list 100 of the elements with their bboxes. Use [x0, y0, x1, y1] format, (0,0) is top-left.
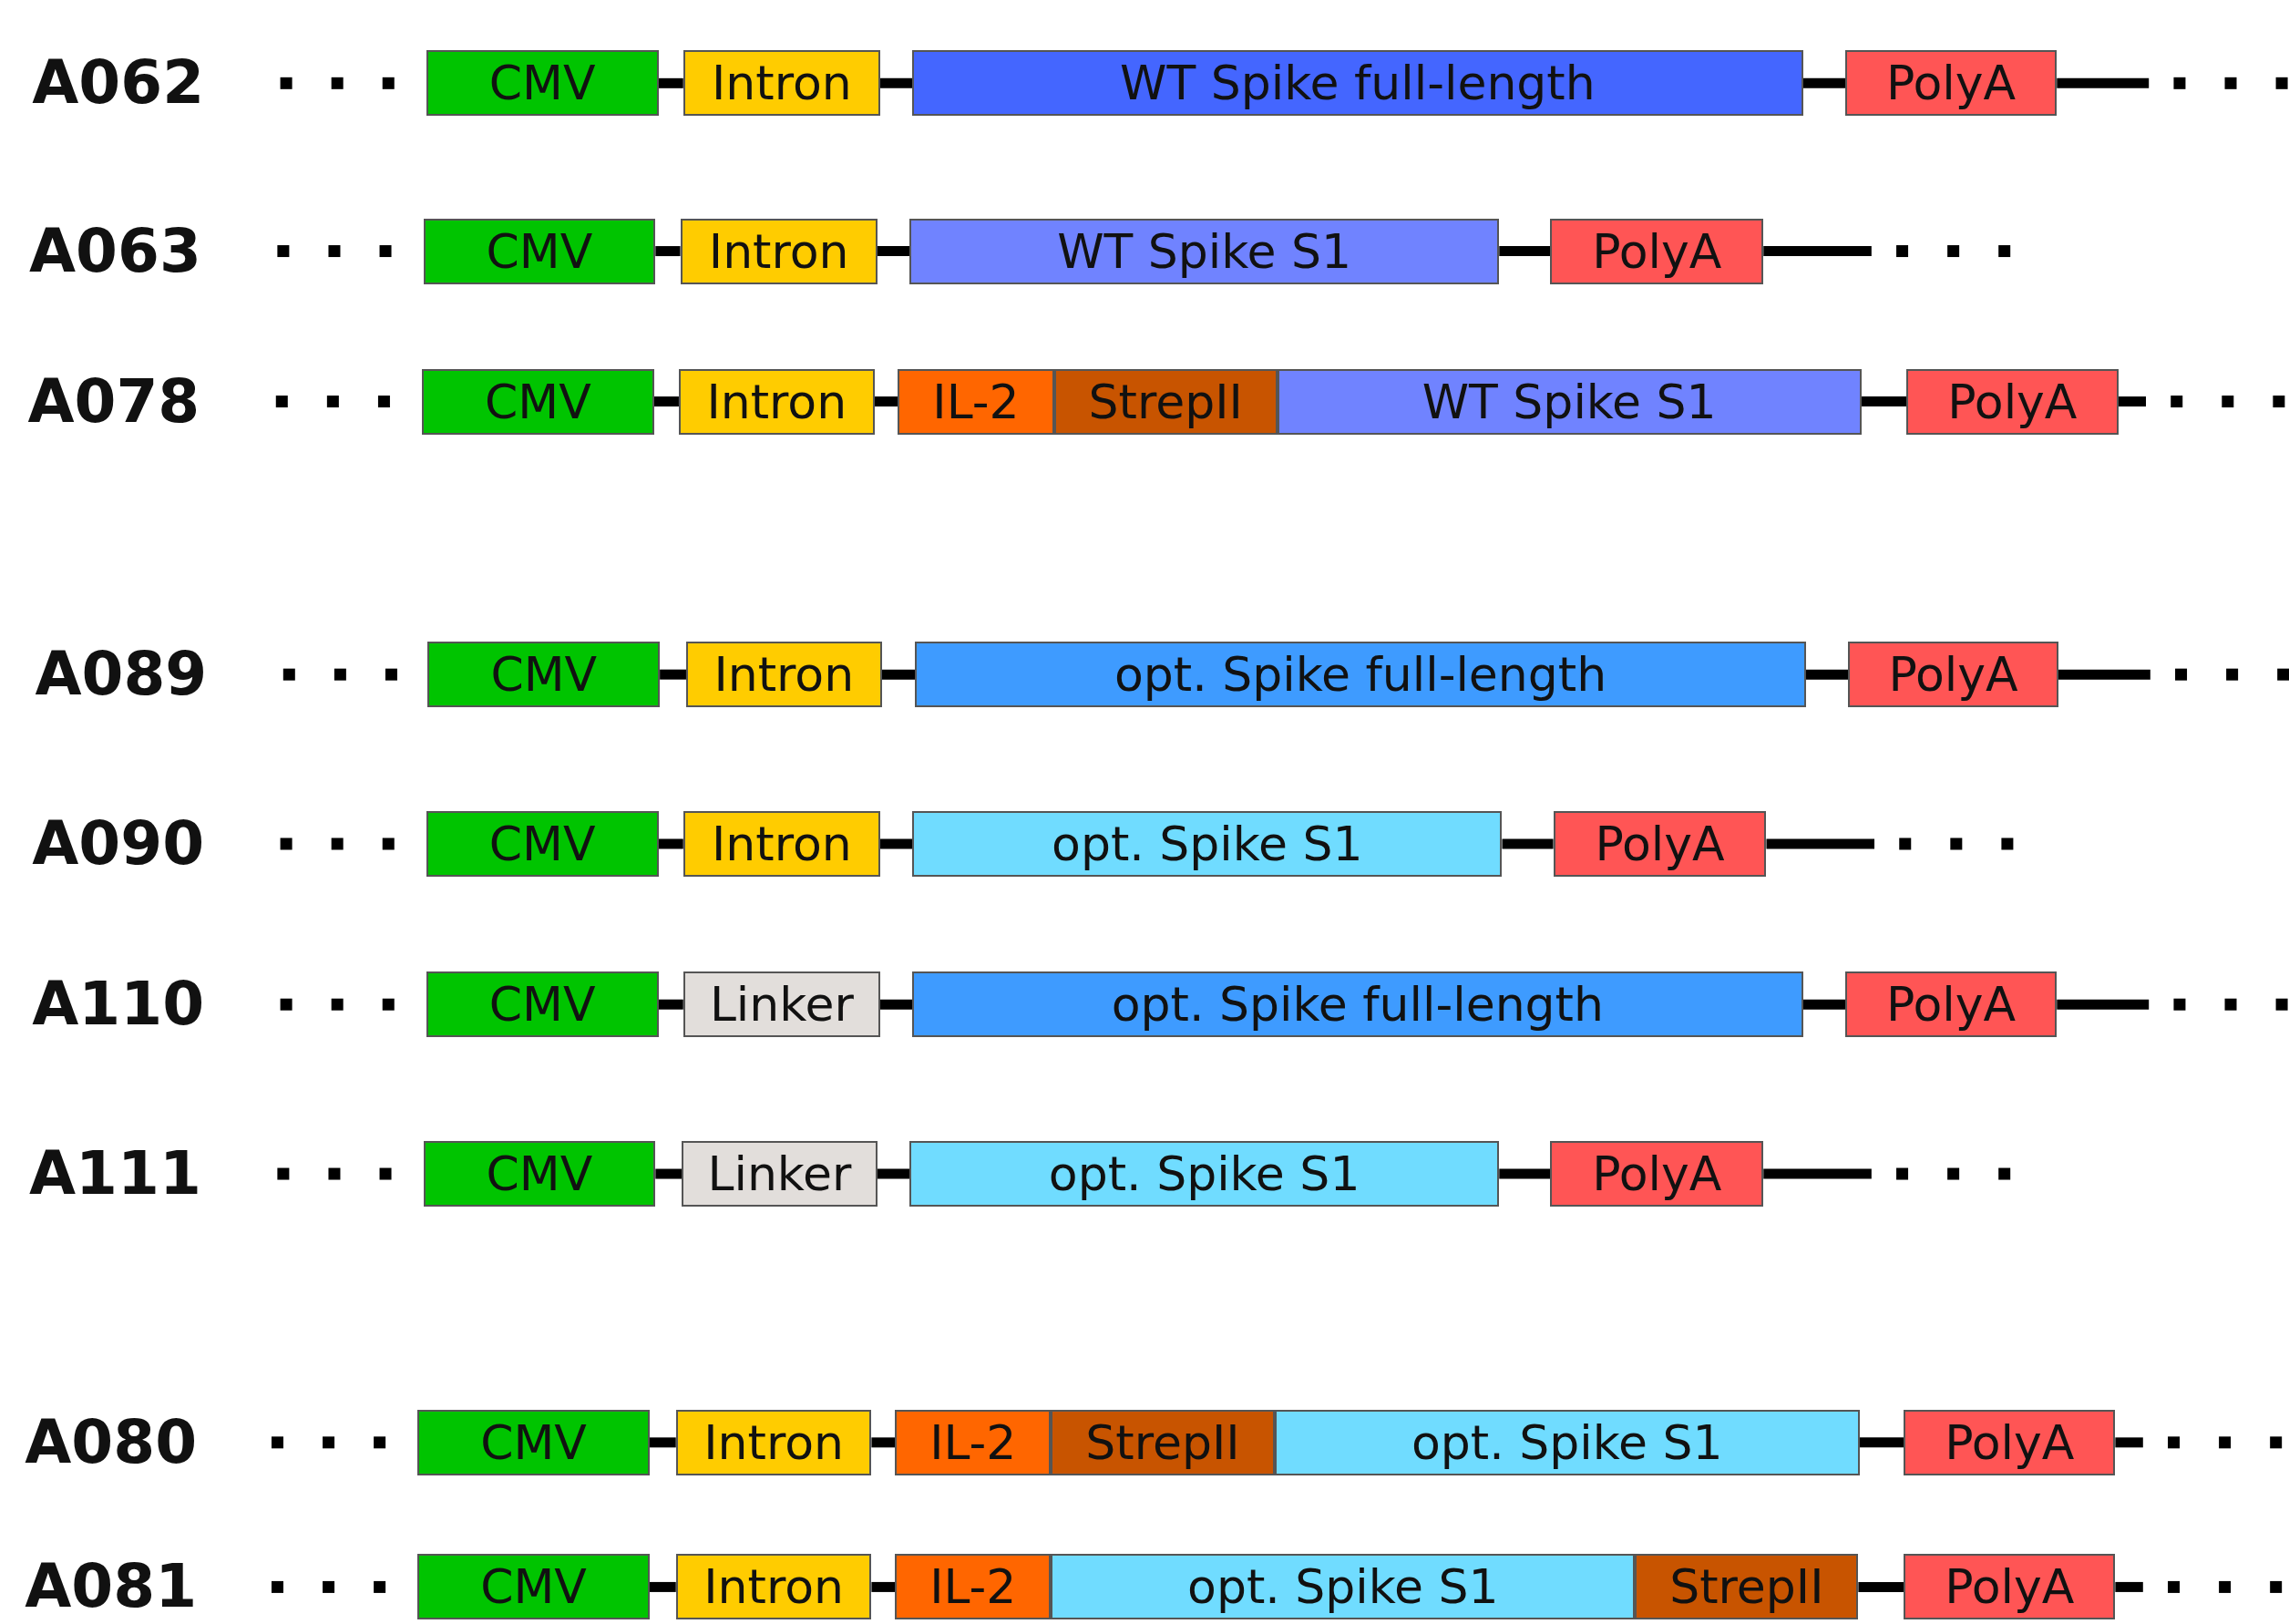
segment-label: PolyA [1888, 651, 2018, 699]
construct-name: A089 [35, 644, 208, 705]
connector-line [877, 246, 910, 257]
connector-line [874, 396, 898, 407]
gene-segment-box [909, 218, 1500, 284]
gene-segment-box [912, 810, 1503, 877]
connector-line [1502, 838, 1554, 849]
gene-segment-box [1051, 1409, 1275, 1475]
gene-segment-box [1848, 642, 2058, 708]
segment-label: Linker [707, 1150, 852, 1198]
connector-line [880, 77, 913, 88]
connector-line [649, 1437, 676, 1448]
segment-label: CMV [486, 227, 593, 275]
segment-label: IL-2 [929, 1563, 1017, 1611]
gene-segment-box [1635, 1554, 1859, 1620]
segment-label: CMV [484, 377, 591, 426]
gene-segment-box [427, 642, 661, 708]
gene-segment-box [678, 368, 875, 435]
gene-segment-box [912, 971, 1803, 1038]
segment-label: IL-2 [932, 377, 1020, 426]
construct-name: A110 [32, 974, 205, 1035]
construct-name: A062 [32, 53, 205, 114]
connector-line [658, 838, 683, 849]
segment-label: CMV [488, 981, 596, 1029]
connector-line [871, 1437, 896, 1448]
gene-segment-box [683, 971, 880, 1038]
gene-segment-box [675, 1554, 872, 1620]
connector-line [880, 999, 913, 1010]
gene-segment-box [423, 218, 656, 284]
connector-line [658, 77, 683, 88]
gene-segment-box [683, 50, 880, 117]
gene-segment-box [1844, 971, 2058, 1038]
segment-label: Intron [706, 377, 847, 426]
gene-segment-box [1550, 1141, 1764, 1208]
gene-segment-box [1553, 810, 1767, 877]
gene-segment-box [426, 810, 659, 877]
construct-name: A078 [27, 371, 200, 432]
segment-label: CMV [488, 59, 596, 108]
gene-segment-box [1051, 1554, 1636, 1620]
construct-name: A081 [25, 1557, 198, 1618]
connector-line [1499, 1168, 1551, 1179]
gene-segment-box [1906, 368, 2119, 435]
connector-line [1861, 396, 1907, 407]
segment-label: CMV [488, 819, 596, 868]
connector-line [660, 669, 686, 680]
connector-line [1766, 838, 1874, 849]
gene-segment-box [426, 50, 659, 117]
construct-name: A090 [32, 813, 205, 874]
connector-line [877, 1168, 910, 1179]
gene-segment-box [1904, 1554, 2116, 1620]
gene-segment-box [682, 1141, 878, 1208]
segment-label: PolyA [1592, 1150, 1722, 1198]
gene-segment-box [680, 218, 878, 284]
gene-segment-box [895, 1409, 1052, 1475]
segment-label: Intron [708, 227, 849, 275]
construct-name: A080 [25, 1412, 198, 1473]
segment-label: Intron [712, 819, 852, 868]
connector-line [1802, 999, 1845, 1010]
segment-label: opt. Spike S1 [1187, 1563, 1499, 1611]
gene-segment-box [898, 368, 1054, 435]
gene-segment-box [426, 971, 659, 1038]
connector-line [871, 1581, 896, 1592]
connector-line [2058, 669, 2150, 680]
gene-segment-box [422, 368, 654, 435]
connector-line [2115, 1581, 2143, 1592]
segment-label: Intron [703, 1418, 844, 1466]
gene-segment-box [1550, 218, 1764, 284]
gene-segment-box [895, 1554, 1052, 1620]
gene-segment-box [1274, 1409, 1860, 1475]
segment-label: WT Spike full-length [1120, 59, 1596, 108]
segment-label: PolyA [1886, 981, 2017, 1029]
gene-segment-box [417, 1554, 650, 1620]
connector-line [2057, 77, 2150, 88]
gene-segment-box [909, 1141, 1500, 1208]
segment-label: CMV [486, 1150, 593, 1198]
gene-segment-box [912, 50, 1803, 117]
connector-line [1805, 669, 1849, 680]
gene-segment-box [915, 642, 1806, 708]
connector-line [649, 1581, 676, 1592]
connector-line [1499, 246, 1551, 257]
segment-label: CMV [490, 651, 598, 699]
connector-line [2115, 1437, 2143, 1448]
segment-label: StrepII [1669, 1563, 1824, 1611]
gene-segment-box [683, 810, 880, 877]
segment-label: opt. Spike full-length [1111, 981, 1604, 1029]
segment-label: IL-2 [929, 1418, 1017, 1466]
construct-name: A063 [29, 221, 201, 282]
segment-label: PolyA [1945, 1563, 2075, 1611]
segment-label: PolyA [1886, 59, 2017, 108]
connector-line [1763, 1168, 1872, 1179]
gene-segment-box [1053, 368, 1278, 435]
connector-line [2118, 396, 2146, 407]
gene-segment-box [675, 1409, 872, 1475]
segment-label: Intron [712, 59, 852, 108]
segment-label: CMV [480, 1563, 587, 1611]
gene-segment-box [423, 1141, 656, 1208]
connector-line [2057, 999, 2150, 1010]
gene-segment-box [1844, 50, 2058, 117]
gene-segment-box [1277, 368, 1862, 435]
segment-label: Intron [713, 651, 855, 699]
